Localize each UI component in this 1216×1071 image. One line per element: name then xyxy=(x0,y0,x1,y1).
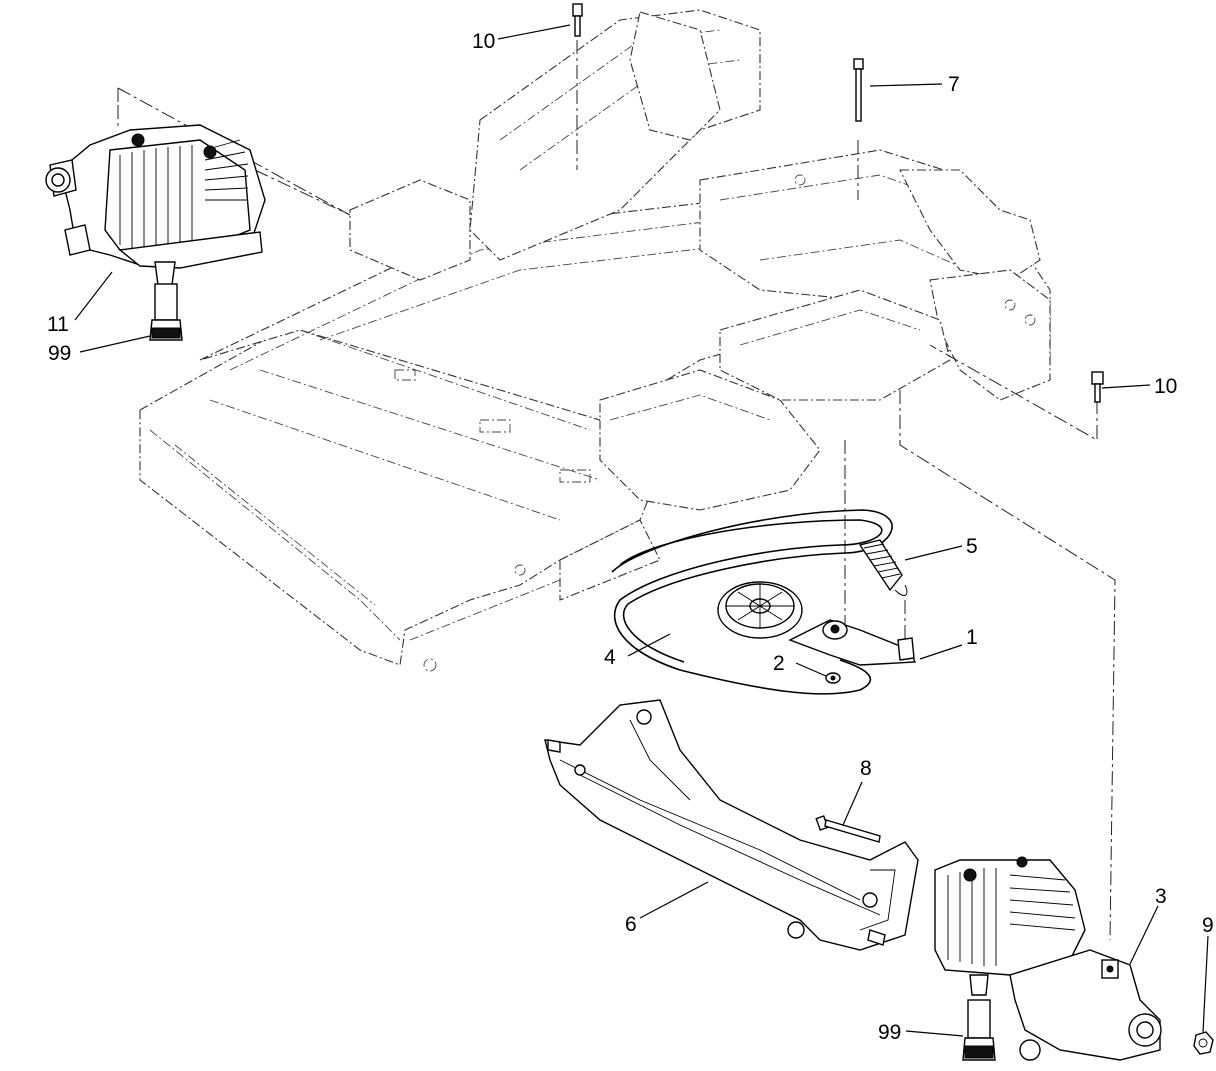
callout-labels: 10 7 11 99 10 5 1 4 2 8 3 9 6 99 xyxy=(47,30,1214,1044)
cooling-fins xyxy=(119,139,249,250)
filter-99-left xyxy=(149,283,183,341)
spring-5 xyxy=(858,539,908,596)
idler-pulley xyxy=(717,581,803,639)
mounting-bracket xyxy=(544,699,919,951)
callout-99-left: 99 xyxy=(48,342,71,365)
nut-9 xyxy=(1193,1031,1214,1055)
callout-10-right: 10 xyxy=(1154,375,1177,398)
callout-3: 3 xyxy=(1155,885,1167,908)
bolt-10-right xyxy=(1091,371,1104,403)
bolt-10-top xyxy=(572,3,583,37)
transmission-left xyxy=(45,124,266,286)
callout-leaders xyxy=(74,24,1209,1037)
callout-99-right: 99 xyxy=(878,1021,901,1044)
callout-2: 2 xyxy=(773,652,785,675)
transmission-right xyxy=(934,856,1162,1061)
callout-7: 7 xyxy=(948,73,960,96)
idler-arm xyxy=(788,619,917,666)
callout-11: 11 xyxy=(47,313,69,336)
callout-5: 5 xyxy=(966,535,978,558)
filter-99-right xyxy=(962,999,996,1061)
callout-8: 8 xyxy=(860,757,872,780)
callout-10-top: 10 xyxy=(472,30,495,53)
cooling-fins-right xyxy=(947,868,1076,966)
bolt-7 xyxy=(853,58,864,122)
bolt-8 xyxy=(815,815,881,843)
callout-9: 9 xyxy=(1202,914,1214,937)
drive-belt xyxy=(611,509,893,695)
callout-1: 1 xyxy=(966,626,978,649)
callout-6: 6 xyxy=(625,913,637,936)
washer-2 xyxy=(825,672,841,684)
chassis-frame xyxy=(139,9,1051,672)
callout-4: 4 xyxy=(604,646,616,669)
